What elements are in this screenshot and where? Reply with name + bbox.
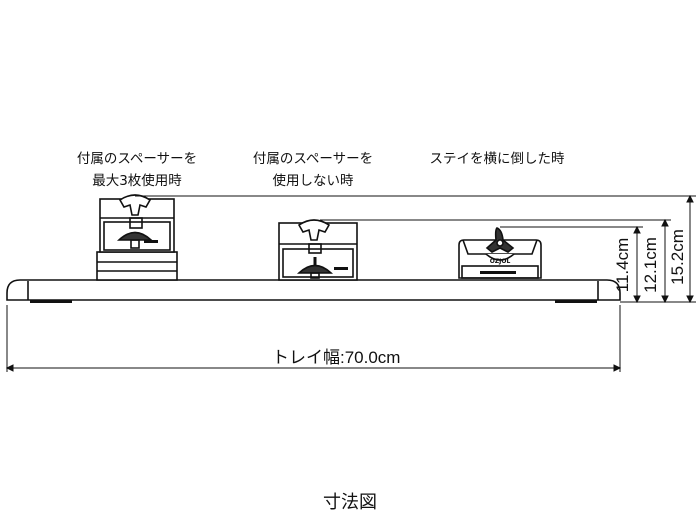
caption-line: 最大3枚使用時 — [92, 173, 182, 189]
device-stay-sideways: OZJOL — [458, 227, 542, 279]
height-sideways-label: 11.4cm — [613, 237, 632, 293]
caption-line: 付属のスペーサーを — [252, 151, 374, 167]
caption-max-spacers: 付属のスペーサーを 最大3枚使用時 — [77, 148, 197, 192]
figure-title: 寸法図 — [323, 492, 377, 513]
caption-stay-sideways: ステイを横に倒した時 — [430, 148, 565, 170]
height-max-spacers-label: 15.2cm — [668, 229, 687, 285]
caption-line: ステイを横に倒した時 — [429, 151, 565, 167]
device-max-spacers — [96, 194, 178, 281]
height-no-spacers-label: 12.1cm — [641, 237, 660, 293]
caption-line: 付属のスペーサーを — [76, 151, 198, 167]
tray — [6, 279, 621, 303]
caption-line: 使用しない時 — [272, 173, 354, 189]
caption-no-spacers: 付属のスペーサーを 使用しない時 — [253, 148, 373, 192]
dimension-lines — [5, 194, 696, 372]
logo-text: OZJOL — [490, 258, 511, 265]
device-no-spacers — [278, 219, 358, 281]
tray-width-label: トレイ幅:70.0cm — [272, 348, 401, 367]
